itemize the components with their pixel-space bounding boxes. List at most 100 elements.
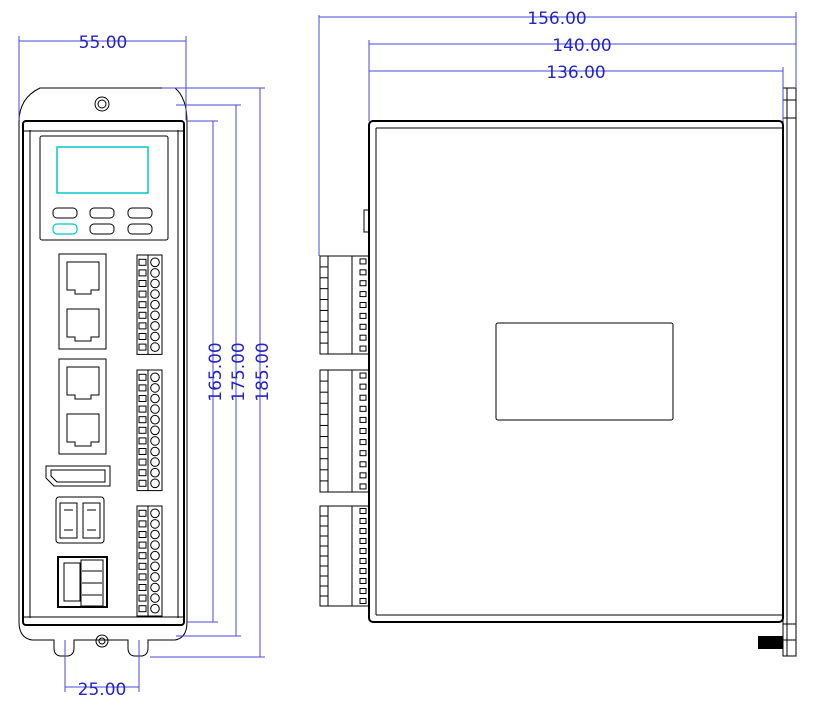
terminal-pin-latch [138,552,147,560]
side-bracket [363,209,370,233]
terminal-pin-latch [138,395,147,402]
side-view [319,87,797,657]
terminal-pin-latch [138,426,147,434]
side-terminal-pin [359,258,367,265]
terminal-pin-latch [138,562,147,570]
terminal-pin-latch [138,333,147,340]
terminal-pin-screw [150,603,160,614]
power-terminal [80,559,104,607]
terminal-pin-latch [138,258,147,266]
height-mid-label: 175.00 [229,342,249,401]
terminal-block-housing [136,254,163,355]
front-view [18,87,188,657]
side-terminal-pin [359,416,367,423]
terminal-pin-latch [138,448,147,455]
side-terminal-pin [359,394,367,401]
terminal-pin-latch [138,290,147,298]
side-terminal-pin [359,439,367,446]
terminal-pin-screw [150,321,160,331]
side-dimensions: 156.00 140.00 136.00 [318,9,797,256]
terminal-block-upper [136,254,163,355]
terminal-pin-latch [138,541,147,549]
terminal-pin-latch [138,384,147,392]
terminal-pin-screw [150,342,160,352]
terminal-pin-latch [138,405,147,413]
terminal-pin-latch [138,269,147,277]
displayport-connector-inner [50,469,106,483]
terminal-pin-screw [150,393,160,404]
terminal-pin-latch [138,416,147,424]
side-terminal-pin [359,538,367,544]
top-mount-hole [94,96,110,112]
side-terminal-pin [359,323,367,330]
keypad-button [127,223,153,235]
rj45-port [66,261,100,295]
terminal-pin-screw [150,299,160,310]
depth-overall-label: 156.00 [527,9,586,29]
side-body [368,120,784,623]
hole-spacing-label: 25.00 [78,680,127,700]
side-terminal-pin [359,558,367,564]
terminal-pin-screw [150,383,160,393]
side-terminal-pin [359,280,367,287]
usb-port [82,502,101,539]
side-terminal-pin [359,269,367,276]
side-terminal-block [319,369,370,493]
usb-port [59,502,78,539]
terminal-pin-screw [150,404,160,414]
terminal-pin-screw [150,550,160,561]
terminal-pin-latch [138,458,147,466]
side-terminal-pin [359,528,367,534]
side-terminal-pin [359,518,367,524]
terminal-pin-latch [138,343,147,351]
rear-connector [758,636,783,649]
depth-mid-label: 140.00 [552,36,611,56]
side-terminal-pin [359,405,367,412]
terminal-pin-screw [150,425,160,436]
side-terminal-pin [359,548,367,554]
terminal-pin-screw [150,572,160,582]
terminal-pin-latch [138,479,147,487]
depth-body-label: 136.00 [546,63,605,83]
bottom-mount-hole [95,634,109,648]
front-width-label: 55.00 [79,33,128,53]
side-terminal-pin [359,450,367,457]
terminal-pin-latch [138,373,147,381]
terminal-pin-screw [150,561,160,572]
terminal-pin-latch [138,469,147,477]
terminal-pin-latch [138,280,147,287]
side-terminal-pin [359,302,367,308]
terminal-pin-screw [150,478,160,489]
terminal-pin-screw [150,278,160,289]
terminal-pin-latch [138,605,147,613]
terminal-pin-screw [150,310,160,321]
side-terminal-pin [359,428,367,434]
terminal-block-housing [136,505,163,617]
display-screen [56,146,149,194]
side-label-plate [495,322,674,421]
terminal-pin-latch [138,301,147,309]
keypad-button [89,223,115,235]
side-terminal-pin [359,578,367,584]
side-terminal-pin [359,483,367,490]
side-terminal-pin [359,508,367,514]
terminal-pin-screw [150,519,160,529]
keypad-button [52,207,78,219]
side-terminal-pin [359,383,367,390]
terminal-block-middle [136,369,163,492]
side-terminal-pin [359,291,367,298]
side-terminal-pin [359,334,367,341]
front-dimensions: 55.00 25.00 165.00 175.00 185.00 [18,33,273,700]
terminal-block-housing [136,369,163,492]
keypad-button [52,223,78,235]
terminal-block-lower [136,505,163,617]
terminal-pin-screw [150,446,160,457]
terminal-pin-latch [138,509,147,517]
rear-mounting-plate [782,87,797,657]
keypad-button [89,207,115,219]
terminal-pin-screw [150,414,160,425]
side-terminal-pin [359,588,367,594]
side-terminal-pin [359,598,367,604]
side-terminal-pin [359,472,367,479]
